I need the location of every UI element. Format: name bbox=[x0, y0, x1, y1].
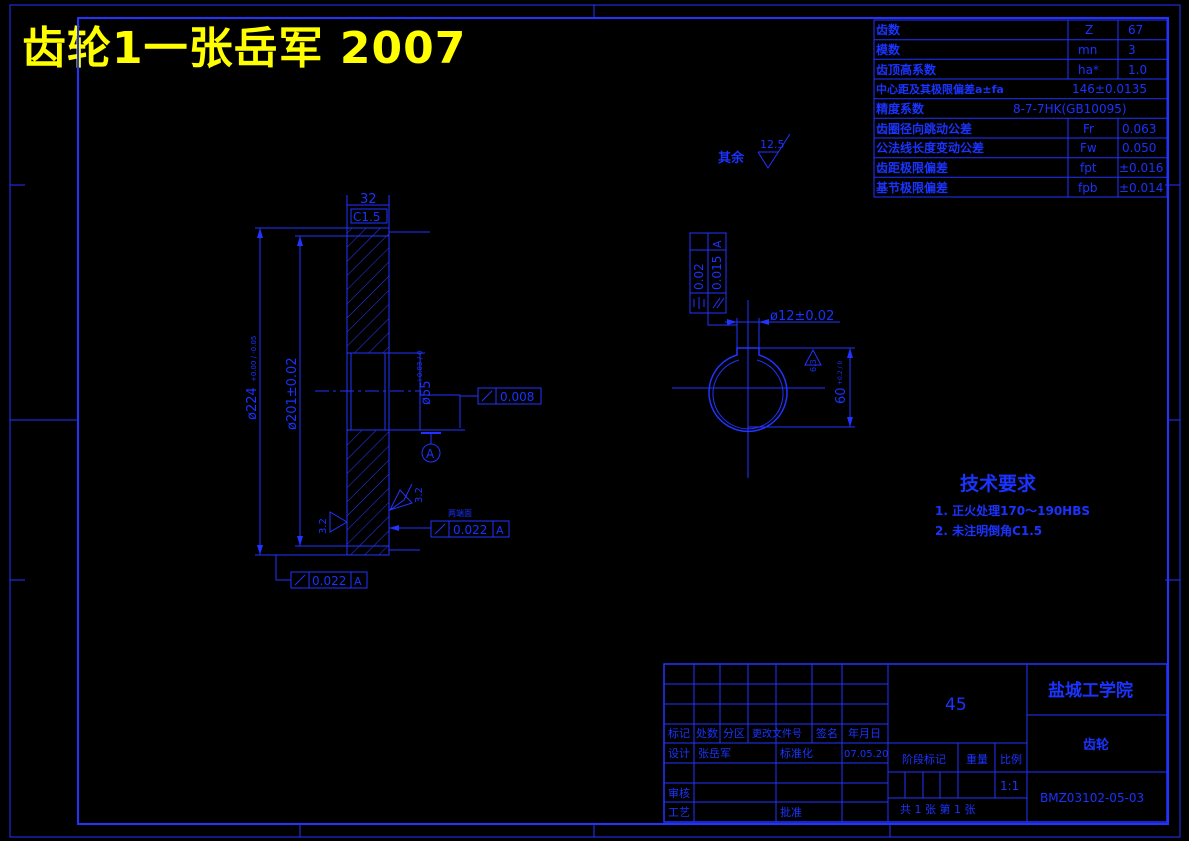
runout-icon bbox=[481, 390, 493, 402]
tech-req-item-1: 1. 正火处理170～190HBS bbox=[935, 503, 1090, 518]
dia-pitch-label: ø201±0.02 bbox=[285, 357, 300, 430]
param-value-4: 8-7-7HK(GB10095) bbox=[1013, 102, 1127, 116]
param-name-0: 齿数 bbox=[876, 22, 901, 37]
dia-bore-tol: +0.03 / 0 bbox=[416, 350, 424, 383]
tech-req-title: 技术要求 bbox=[960, 472, 1037, 495]
param-name-4: 精度系数 bbox=[876, 101, 925, 116]
part-name: 齿轮 bbox=[1083, 737, 1109, 753]
tol-outer-datum: A bbox=[354, 575, 362, 588]
param-name-3: 中心距及其极限偏差a±fa bbox=[876, 82, 1004, 96]
param-name-8: 基节极限偏差 bbox=[875, 180, 948, 195]
hub-end-view: ø12±0.02 60 +0.2 / 0 6.3 0.02 0.015 A bbox=[672, 232, 855, 478]
roughness-symbol-face-icon: 3.2 bbox=[389, 483, 425, 511]
scale-label: 比例 bbox=[1000, 752, 1022, 766]
param-name-7: 齿距极限偏差 bbox=[876, 160, 948, 175]
dia-outer-tol: +0.00 / -0.05 bbox=[250, 336, 258, 382]
face-roughness: 3.2 bbox=[414, 487, 425, 503]
dia-bore-label: ø55 bbox=[419, 381, 434, 406]
review-label: 审核 bbox=[668, 786, 690, 800]
rest-label: 其余 bbox=[718, 150, 745, 166]
tol-frame-hub: 0.008 bbox=[420, 387, 542, 428]
scale-value: 1:1 bbox=[1000, 779, 1019, 793]
datum-a-symbol: A bbox=[421, 432, 441, 463]
datum-a-letter: A bbox=[426, 447, 435, 461]
param-symbol-1: mn bbox=[1078, 43, 1097, 57]
parallel-icon bbox=[712, 297, 725, 309]
dia-outer-label: ø224 bbox=[245, 387, 260, 420]
param-name-2: 齿顶高系数 bbox=[876, 62, 937, 77]
param-symbol-6: Fw bbox=[1080, 141, 1097, 155]
param-value-1: 3 bbox=[1128, 43, 1136, 57]
param-value-7: ±0.016 bbox=[1119, 161, 1163, 175]
approve-label: 批准 bbox=[780, 805, 802, 819]
school-name: 盐城工学院 bbox=[1048, 680, 1133, 701]
param-table-text: 齿数 Z 67 模数 mn 3 齿顶高系数 ha* 1.0 中心距及其极限偏差a… bbox=[875, 22, 1163, 195]
param-value-0: 67 bbox=[1128, 23, 1143, 37]
keyway-depth-tol: +0.2 / 0 bbox=[837, 361, 844, 385]
title-block-text: 45 盐城工学院 齿轮 BMZ03102-05-03 标记 处数 分区 更改文件… bbox=[668, 680, 1144, 819]
param-symbol-2: ha* bbox=[1078, 63, 1099, 77]
header-mark: 标记 bbox=[668, 726, 690, 740]
drawing-banner-title: 齿轮1一张岳军 2007 bbox=[22, 23, 467, 74]
param-symbol-5: Fr bbox=[1083, 122, 1094, 136]
roughness-symbol-icon bbox=[757, 133, 791, 169]
face-note: 两端面 bbox=[448, 508, 472, 518]
tol-frame-outer: 0.022 A bbox=[275, 555, 368, 589]
surface-roughness-rest: 其余 12.5 bbox=[718, 133, 791, 169]
process-label: 工艺 bbox=[668, 806, 690, 819]
roughness-symbol-key-icon bbox=[804, 348, 822, 366]
keyway-depth-label: 60 bbox=[834, 387, 849, 404]
param-symbol-8: fpb bbox=[1078, 181, 1097, 195]
header-signature: 签名 bbox=[816, 726, 838, 740]
header-change-doc: 更改文件号 bbox=[752, 727, 802, 740]
param-name-6: 公法线长度变动公差 bbox=[876, 140, 984, 155]
gear-section-view bbox=[255, 195, 465, 556]
param-symbol-7: fpt bbox=[1080, 161, 1097, 175]
tol-hub-datum: A bbox=[711, 240, 724, 248]
keyway-width-label: ø12±0.02 bbox=[770, 309, 834, 324]
sheet-count: 共 1 张 第 1 张 bbox=[900, 802, 975, 816]
key-roughness: 6.3 bbox=[809, 359, 818, 372]
tol-outer-value: 0.022 bbox=[312, 574, 346, 588]
param-value-3: 146±0.0135 bbox=[1072, 82, 1147, 96]
param-value-6: 0.050 bbox=[1122, 141, 1156, 155]
designer-label: 设计 bbox=[668, 747, 690, 760]
tol-face-datum: A bbox=[496, 524, 504, 537]
symmetry-icon bbox=[693, 297, 705, 309]
bore-roughness: 3.2 bbox=[318, 518, 329, 534]
param-symbol-0: Z bbox=[1085, 23, 1093, 37]
chamfer-label: C1.5 bbox=[353, 210, 380, 224]
drawing-number: BMZ03102-05-03 bbox=[1040, 791, 1144, 805]
param-value-2: 1.0 bbox=[1128, 63, 1147, 77]
title-block bbox=[663, 663, 1168, 823]
tol-face-value: 0.022 bbox=[453, 523, 487, 537]
roughness-symbol-bore-icon: 3.2 bbox=[318, 511, 348, 534]
tol-symmetry-value: 0.02 bbox=[692, 263, 706, 290]
tol-parallel-value: 0.015 bbox=[710, 256, 724, 290]
header-zone: 分区 bbox=[723, 727, 745, 740]
param-name-1: 模数 bbox=[876, 42, 901, 57]
gear-parameter-table bbox=[873, 19, 1168, 198]
param-name-5: 齿圈径向跳动公差 bbox=[876, 121, 972, 136]
tol-hub-value: 0.008 bbox=[500, 390, 534, 404]
weight-label: 重量 bbox=[966, 752, 988, 766]
param-value-5: 0.063 bbox=[1122, 122, 1156, 136]
header-date: 年月日 bbox=[848, 726, 881, 740]
tol-frame-face: 两端面 0.022 A bbox=[389, 508, 510, 538]
std-label: 标准化 bbox=[780, 746, 813, 760]
header-count: 处数 bbox=[696, 727, 718, 740]
param-value-8: ±0.014 bbox=[1119, 181, 1163, 195]
material-label: 45 bbox=[945, 695, 967, 715]
runout-icon-3 bbox=[294, 574, 306, 586]
technical-requirements: 技术要求 1. 正火处理170～190HBS 2. 未注明倒角C1.5 bbox=[935, 472, 1090, 538]
runout-icon-2 bbox=[434, 523, 446, 535]
tech-req-item-2: 2. 未注明倒角C1.5 bbox=[935, 523, 1042, 538]
designer-name: 张岳军 bbox=[698, 747, 731, 760]
design-date: 07.05.20 bbox=[844, 749, 889, 760]
rest-value: 12.5 bbox=[760, 138, 785, 151]
width-dim: 32 bbox=[360, 192, 377, 207]
stage-label: 阶段标记 bbox=[902, 752, 946, 766]
sheet-frame bbox=[9, 4, 1181, 838]
